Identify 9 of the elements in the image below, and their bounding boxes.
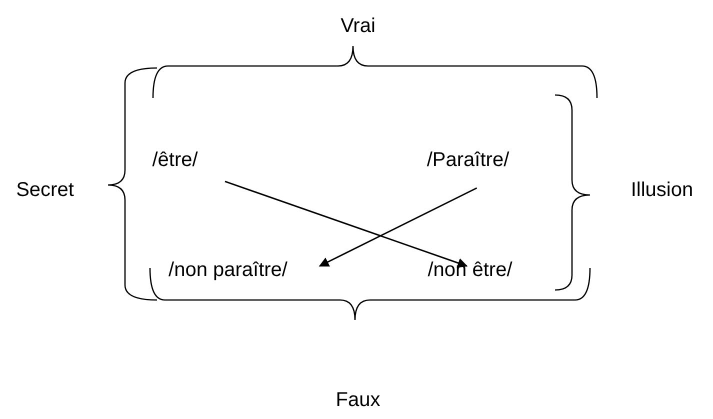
term-label: Faux [336,388,380,412]
term-label: Illusion [630,178,694,202]
arrow [318,187,478,267]
term-label: /être/ [152,148,198,172]
term-label: Secret [16,178,74,202]
term-label: /non paraître/ [168,258,288,282]
term-label: Vrai [340,14,376,38]
term-label: /Paraître/ [426,148,510,172]
arrow [224,180,468,268]
